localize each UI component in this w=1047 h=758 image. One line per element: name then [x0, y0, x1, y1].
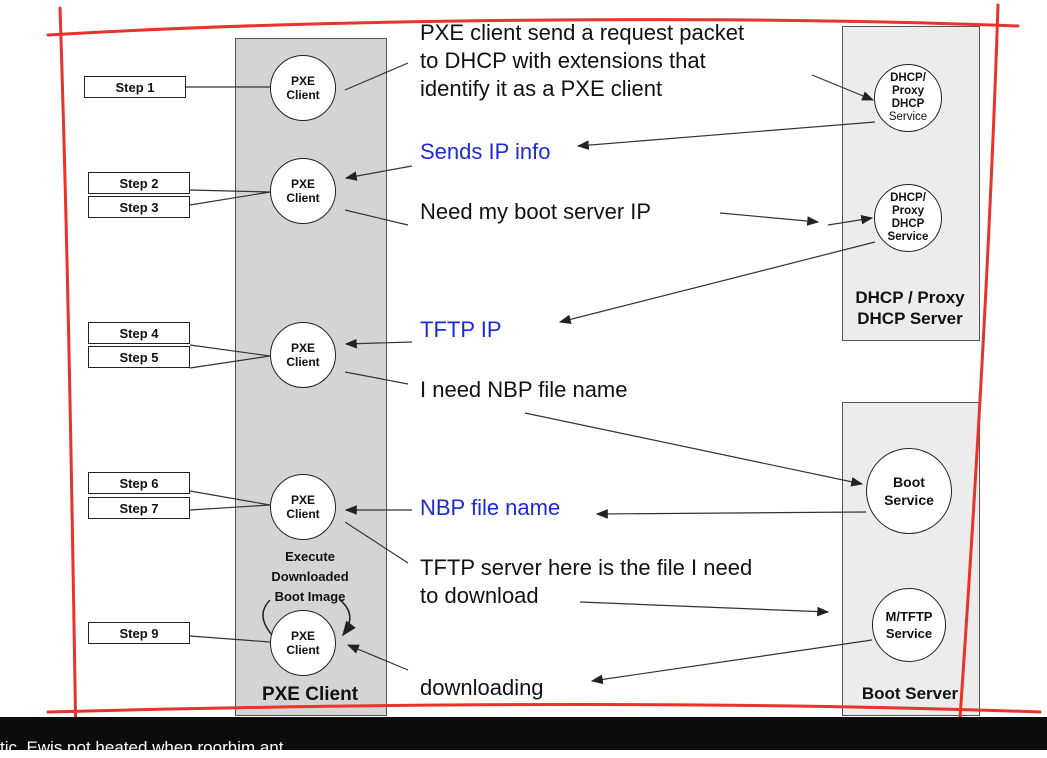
pxe-client-node-5: PXE Client: [270, 610, 336, 676]
step-6-box: Step 6: [88, 472, 190, 494]
message-downloading: downloading: [420, 675, 544, 700]
execute-line-2: Downloaded: [271, 569, 349, 584]
dhcp-server-label: DHCP / Proxy DHCP Server: [842, 287, 978, 329]
pxe-node-text-2b: Client: [286, 191, 320, 205]
message-need-boot-server-ip: Need my boot server IP: [420, 199, 652, 224]
pxe-node-text-5b: Client: [286, 643, 320, 657]
pxe-client-node-4: PXE Client: [270, 474, 336, 540]
boot-service-node: Boot Service: [866, 448, 952, 534]
message-pxe-request-line-3: identify it as a PXE client: [420, 76, 663, 101]
execute-boot-image-label: Execute Downloaded Boot Image: [248, 547, 372, 607]
step-9-box: Step 9: [88, 622, 190, 644]
dhcp-svc-2-a: DHCP/: [890, 192, 926, 204]
pxe-node-text-5a: PXE: [290, 629, 315, 643]
dhcp-svc-2-b: Proxy: [892, 205, 924, 217]
message-pxe-request-line-2: to DHCP with extensions that: [420, 48, 706, 73]
message-need-nbp-file-name: I need NBP file name: [420, 377, 628, 402]
pxe-node-text-2a: PXE: [290, 177, 315, 191]
dhcp-service-node-1: DHCP/ Proxy DHCP Service: [874, 64, 942, 132]
dhcp-svc-1-c: DHCP: [891, 98, 925, 110]
pxe-node-text-4b: Client: [286, 507, 320, 521]
dhcp-server-label-2: DHCP Server: [857, 309, 963, 328]
caption-text: tic. Ewis not heated when roorhim ant: [0, 738, 284, 757]
pxe-node-text-4a: PXE: [290, 493, 315, 507]
pxe-client-node-1: PXE Client: [270, 55, 336, 121]
pxe-client-node-2: PXE Client: [270, 158, 336, 224]
execute-line-1: Execute: [285, 549, 335, 564]
message-tftp-server-file: TFTP server here is the file I need to d…: [420, 554, 752, 610]
dhcp-svc-2-c: DHCP: [891, 218, 925, 230]
pxe-client-column-label: PXE Client: [261, 684, 359, 705]
step-5-box: Step 5: [88, 346, 190, 368]
boot-service-text-b: Service: [884, 492, 934, 508]
dhcp-svc-1-d: Service: [888, 111, 928, 123]
dhcp-server-label-1: DHCP / Proxy: [855, 288, 965, 307]
tftp-service-node: M/TFTP Service: [872, 588, 946, 662]
message-pxe-request: PXE client send a request packet to DHCP…: [420, 19, 744, 103]
step-4-box: Step 4: [88, 322, 190, 344]
pxe-node-text-1a: PXE: [290, 74, 315, 88]
boot-service-text-a: Boot: [893, 474, 925, 490]
message-nbp-file-name: NBP file name: [420, 495, 561, 520]
tftp-service-text-b: Service: [885, 626, 933, 641]
step-1-box: Step 1: [84, 76, 186, 98]
dhcp-svc-2-d: Service: [887, 231, 929, 243]
execute-line-3: Boot Image: [274, 589, 346, 604]
message-tftp-server-file-line-1: TFTP server here is the file I need: [420, 555, 753, 580]
tftp-service-text-a: M/TFTP: [885, 609, 933, 624]
step-2-box: Step 2: [88, 172, 190, 194]
dhcp-service-node-2: DHCP/ Proxy DHCP Service: [874, 184, 942, 252]
boot-server-label: Boot Server: [861, 684, 959, 703]
step-3-box: Step 3: [88, 196, 190, 218]
message-pxe-request-line-1: PXE client send a request packet: [420, 20, 745, 45]
pxe-node-text-3b: Client: [286, 355, 320, 369]
pxe-node-text-3a: PXE: [290, 341, 315, 355]
message-sends-ip-info: Sends IP info: [420, 139, 551, 164]
step-7-box: Step 7: [88, 497, 190, 519]
message-tftp-ip: TFTP IP: [420, 317, 502, 342]
pxe-node-text-1b: Client: [286, 88, 320, 102]
dhcp-svc-1-b: Proxy: [892, 85, 924, 97]
pxe-client-node-3: PXE Client: [270, 322, 336, 388]
dhcp-svc-1-a: DHCP/: [890, 72, 926, 84]
caption-bar: [0, 717, 1047, 750]
message-tftp-server-file-line-2: to download: [420, 583, 539, 608]
